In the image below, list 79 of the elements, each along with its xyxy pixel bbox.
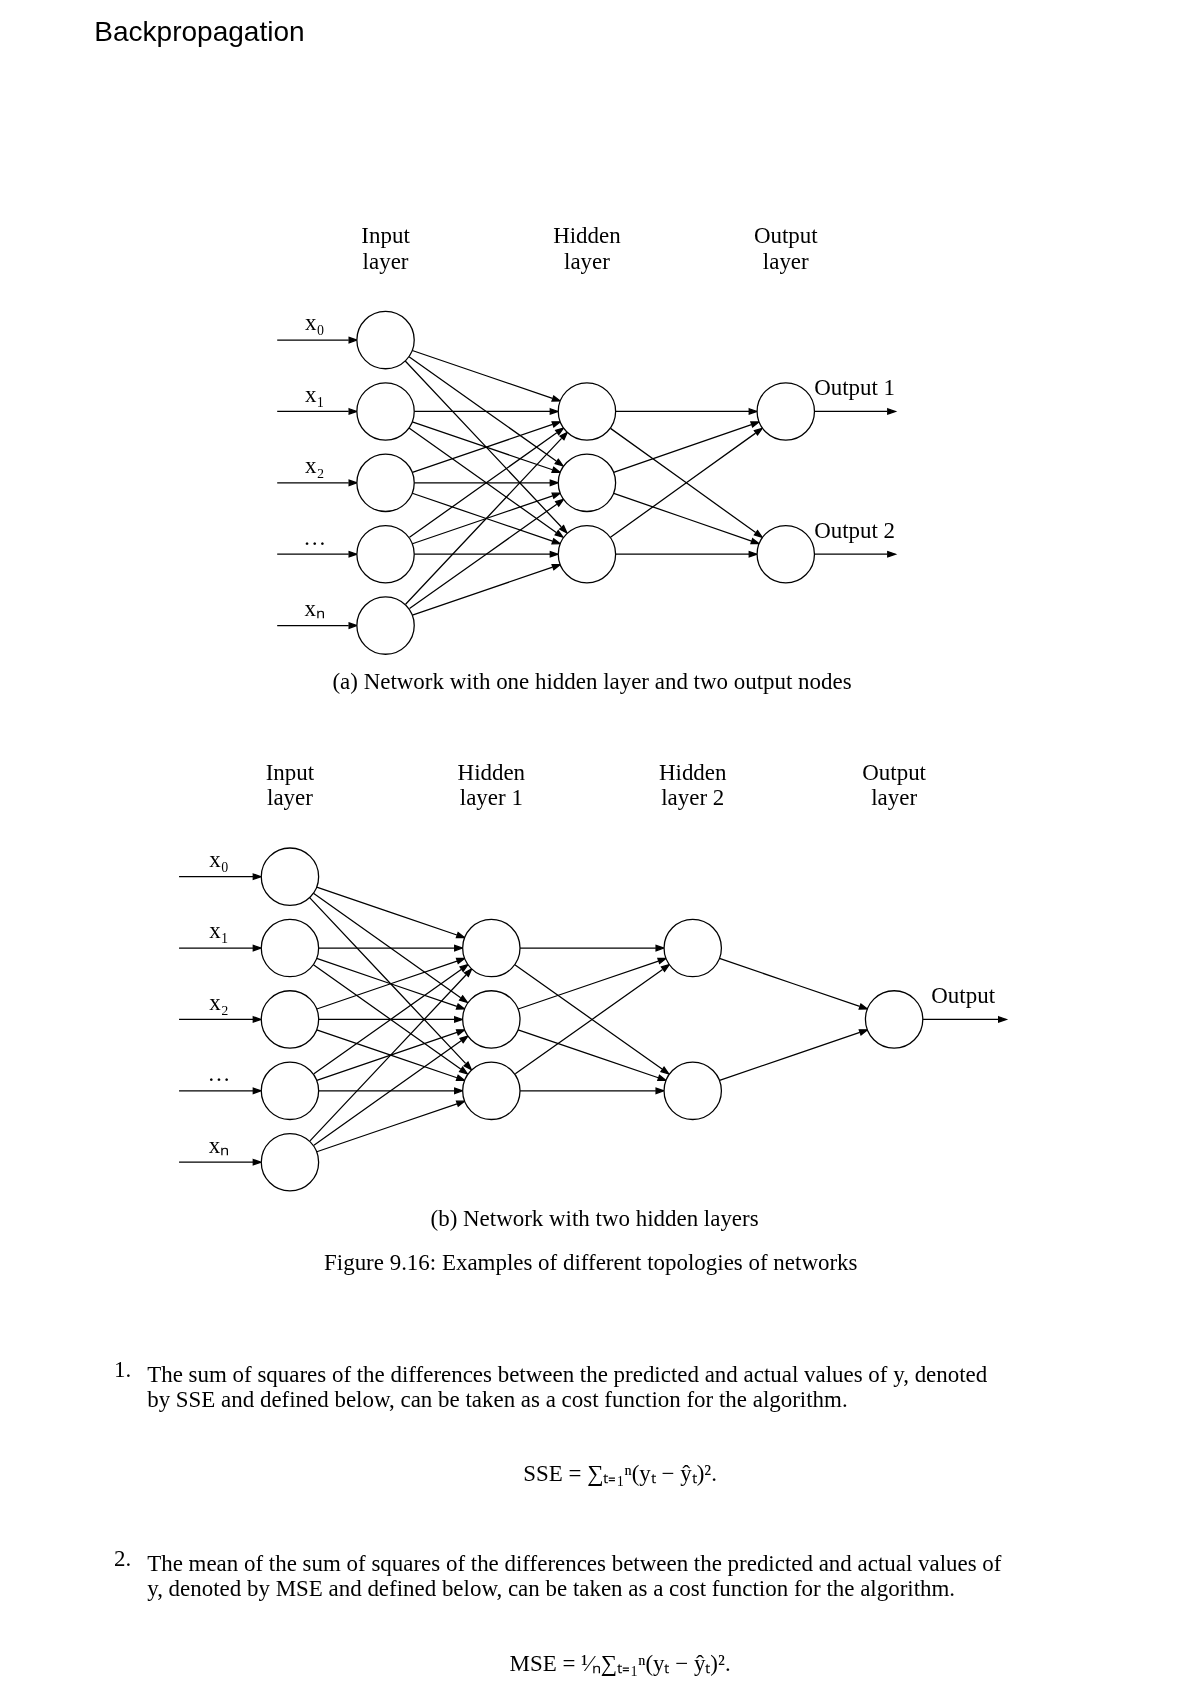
edge-label: x₁	[209, 918, 229, 944]
node-circle	[356, 596, 415, 655]
node-circle	[260, 990, 320, 1049]
arrow	[613, 492, 761, 545]
arrow	[316, 886, 467, 939]
node-circle	[864, 990, 924, 1049]
arrow	[312, 892, 469, 1004]
arrow	[309, 896, 473, 1071]
arrow	[318, 944, 465, 952]
arrow	[178, 1158, 263, 1166]
node-circle	[260, 1132, 320, 1192]
arrow	[408, 356, 565, 467]
arrow	[309, 967, 473, 1142]
label: Output layer	[753, 223, 818, 274]
edge-label: Output 1	[814, 374, 896, 400]
label: 2.	[114, 1546, 132, 1572]
arrow	[718, 1029, 870, 1081]
arrow	[404, 360, 569, 535]
node-circle	[356, 382, 415, 441]
label: (a) Network with one hidden layer and two output nodes	[332, 669, 852, 695]
node-circle	[756, 382, 816, 441]
node-circle	[260, 847, 320, 906]
edge-label: x₂	[305, 453, 325, 479]
label: Input layer	[265, 759, 315, 811]
arrow	[178, 944, 263, 952]
arrow	[316, 957, 467, 1010]
edge-label: Output	[931, 982, 996, 1008]
edge-label: x₀	[305, 310, 325, 336]
label: (b) Network with two hidden layers	[430, 1205, 759, 1231]
edge-label: …	[207, 1061, 231, 1087]
arrow	[922, 1015, 1009, 1023]
arrow	[408, 498, 565, 610]
arrow	[276, 550, 359, 558]
arrow	[318, 1087, 465, 1095]
label: SSE = ∑ₜ₌₁ⁿ(yₜ − ŷₜ)².	[523, 1460, 717, 1486]
node-circle	[260, 1061, 320, 1121]
arrow	[411, 349, 562, 402]
node-circle	[356, 453, 415, 513]
arrow	[404, 430, 569, 605]
edge-label: x₂	[209, 989, 229, 1015]
label: Hidden layer 2	[658, 759, 727, 811]
arrow	[517, 1029, 668, 1082]
arrow	[276, 336, 359, 344]
arrow	[178, 1087, 263, 1095]
arrow	[615, 407, 759, 415]
node-circle	[756, 524, 816, 584]
node-circle	[663, 918, 723, 978]
label: Figure 9.16: Examples of different topologies of networks	[324, 1250, 858, 1276]
arrow	[276, 622, 359, 630]
label: The sum of squares of the differences between the predicted and actual values of y, denoted by SSE and defined below, can be taken as a cost function for the algorithm.	[147, 1361, 988, 1413]
arrow	[276, 479, 359, 487]
node-circle	[663, 1061, 723, 1121]
node-circle	[356, 310, 415, 370]
arrow	[613, 421, 761, 473]
label: Input layer	[361, 223, 410, 274]
label: Output layer	[862, 759, 926, 811]
label: Hidden layer 1	[457, 759, 526, 811]
arrow	[318, 1015, 465, 1023]
arrow	[178, 873, 263, 881]
edge-label: …	[303, 524, 327, 550]
arrow	[178, 1015, 263, 1023]
label: Hidden layer	[553, 223, 621, 274]
diagram-title: Backpropagation	[94, 15, 305, 47]
label: The mean of the sum of squares of the differences between the predicted and actual values of y, denoted by MSE and defined below, can be taken as a cost function for the algorithm.	[147, 1550, 1002, 1602]
edge-label: x₁	[305, 381, 325, 407]
arrow	[411, 492, 562, 545]
node-circle	[356, 524, 415, 584]
arrow	[411, 563, 562, 616]
edge-label: x₀	[209, 847, 229, 873]
node-circle	[557, 453, 617, 513]
edge-label: xₙ	[208, 1132, 230, 1158]
arrow	[517, 957, 668, 1010]
edge-label: xₙ	[304, 595, 326, 621]
node-circle	[462, 990, 521, 1049]
edge-label: Output 2	[814, 517, 896, 543]
node-circle	[260, 918, 320, 978]
label: 1.	[114, 1357, 132, 1383]
label: MSE = ¹⁄ₙ∑ₜ₌₁ⁿ(yₜ − ŷₜ)².	[509, 1650, 731, 1676]
arrow	[276, 407, 359, 415]
